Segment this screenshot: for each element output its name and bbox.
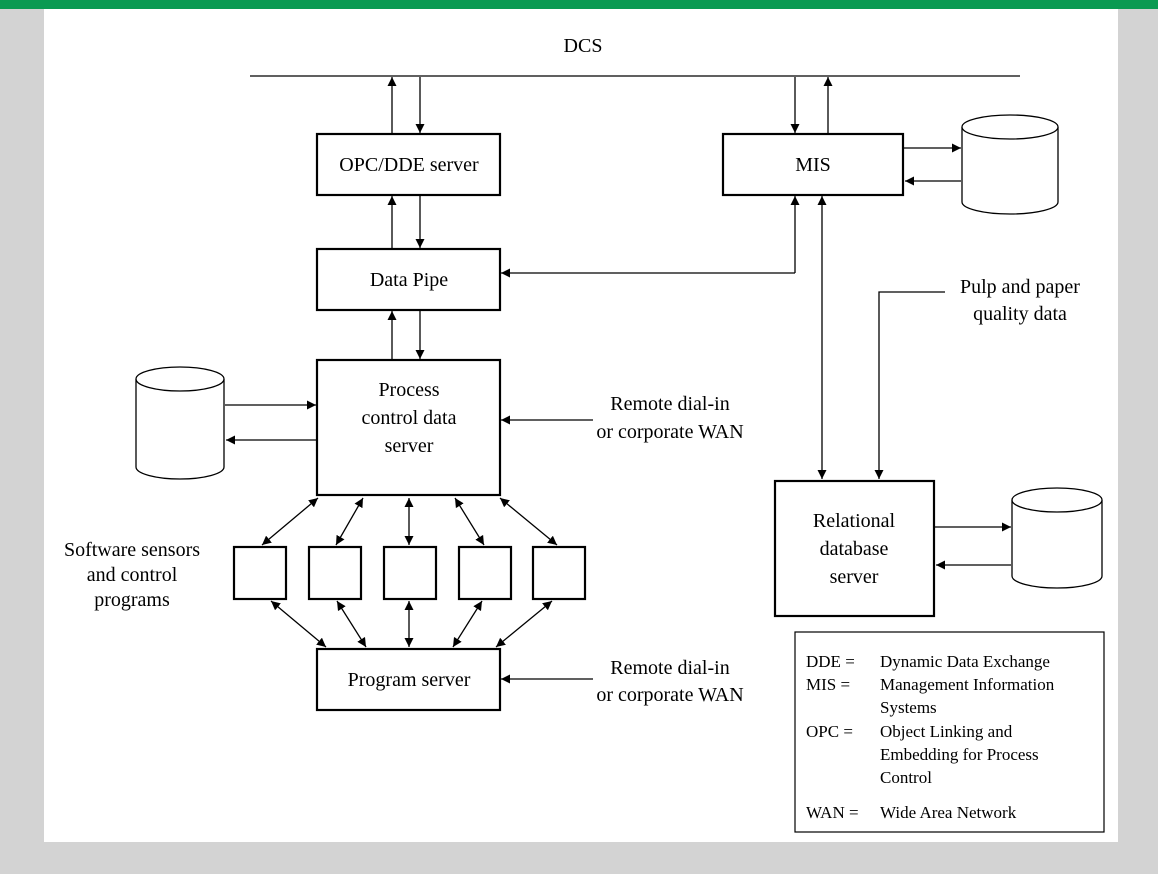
process-database-icon xyxy=(135,366,225,480)
sensor-program-box-4 xyxy=(457,545,513,601)
pcds-label-line2: control data xyxy=(362,407,457,429)
legend-def-opc-2: Embedding for Process xyxy=(880,745,1039,764)
arrow-sensor-1-program xyxy=(270,600,327,648)
legend-abbr-opc: OPC = xyxy=(806,722,853,741)
arrow-quality-data-to-relational xyxy=(874,291,945,479)
legend: DDE = Dynamic Data Exchange MIS = Manage… xyxy=(794,631,1105,833)
pulp-paper-label-line1: Pulp and paper xyxy=(960,276,1080,298)
relational-label-line1: Relational xyxy=(813,510,896,532)
legend-def-wan-1: Wide Area Network xyxy=(880,803,1017,822)
dcs-label: DCS xyxy=(564,35,603,57)
sensors-label-line1: Software sensors xyxy=(64,539,200,561)
arrow-pcds-sensor-4 xyxy=(454,497,485,546)
legend-def-dde-1: Dynamic Data Exchange xyxy=(880,652,1050,671)
arrow-sensor-5-program xyxy=(495,600,553,648)
sensor-program-box-2 xyxy=(307,545,363,601)
legend-abbr-dde: DDE = xyxy=(806,652,855,671)
legend-box xyxy=(794,631,1105,833)
program-server-box xyxy=(315,647,502,712)
pulp-paper-label-line2: quality data xyxy=(973,303,1067,325)
sensor-program-box-1 xyxy=(232,545,288,601)
legend-def-opc-1: Object Linking and xyxy=(880,722,1013,741)
opc-dde-server-box xyxy=(315,132,502,197)
relational-database-icon xyxy=(1011,487,1103,589)
sensor-program-box-5 xyxy=(531,545,587,601)
arrow-sensor-4-program xyxy=(452,600,483,648)
legend-def-mis-2: Systems xyxy=(880,698,937,717)
remote-dialin-label-1-line1: Remote dial-in xyxy=(610,393,729,415)
top-accent-bar xyxy=(0,0,1158,9)
program-server-label: Program server xyxy=(348,669,471,691)
relational-label-line2: database xyxy=(820,538,889,560)
opc-dde-server-label: OPC/DDE server xyxy=(339,154,479,176)
remote-dialin-label-2-line1: Remote dial-in xyxy=(610,657,729,679)
sensors-label-line3: programs xyxy=(94,589,170,611)
data-pipe-box xyxy=(315,247,502,312)
legend-abbr-mis: MIS = xyxy=(806,675,850,694)
process-control-data-server-box xyxy=(315,358,502,497)
relational-label-line3: server xyxy=(830,566,879,588)
mis-label: MIS xyxy=(795,154,831,176)
mis-database-icon xyxy=(961,114,1059,215)
pcds-label-line1: Process xyxy=(378,379,439,401)
arrow-pcds-sensor-5 xyxy=(499,497,558,546)
legend-def-opc-3: Control xyxy=(880,768,932,787)
remote-dialin-label-1-line2: or corporate WAN xyxy=(596,421,743,443)
data-pipe-label: Data Pipe xyxy=(370,269,448,291)
legend-def-mis-1: Management Information xyxy=(880,675,1055,694)
relational-database-server-box xyxy=(773,479,936,618)
arrow-pcds-sensor-1 xyxy=(261,497,319,546)
pcds-label-line3: server xyxy=(385,435,434,457)
sensors-label-line2: and control xyxy=(87,564,178,586)
legend-abbr-wan: WAN = xyxy=(806,803,859,822)
sensor-program-box-3 xyxy=(382,545,438,601)
remote-dialin-label-2-line2: or corporate WAN xyxy=(596,684,743,706)
arrow-sensor-2-program xyxy=(336,600,367,648)
mis-box xyxy=(721,132,905,197)
arrow-pcds-sensor-2 xyxy=(335,497,364,546)
